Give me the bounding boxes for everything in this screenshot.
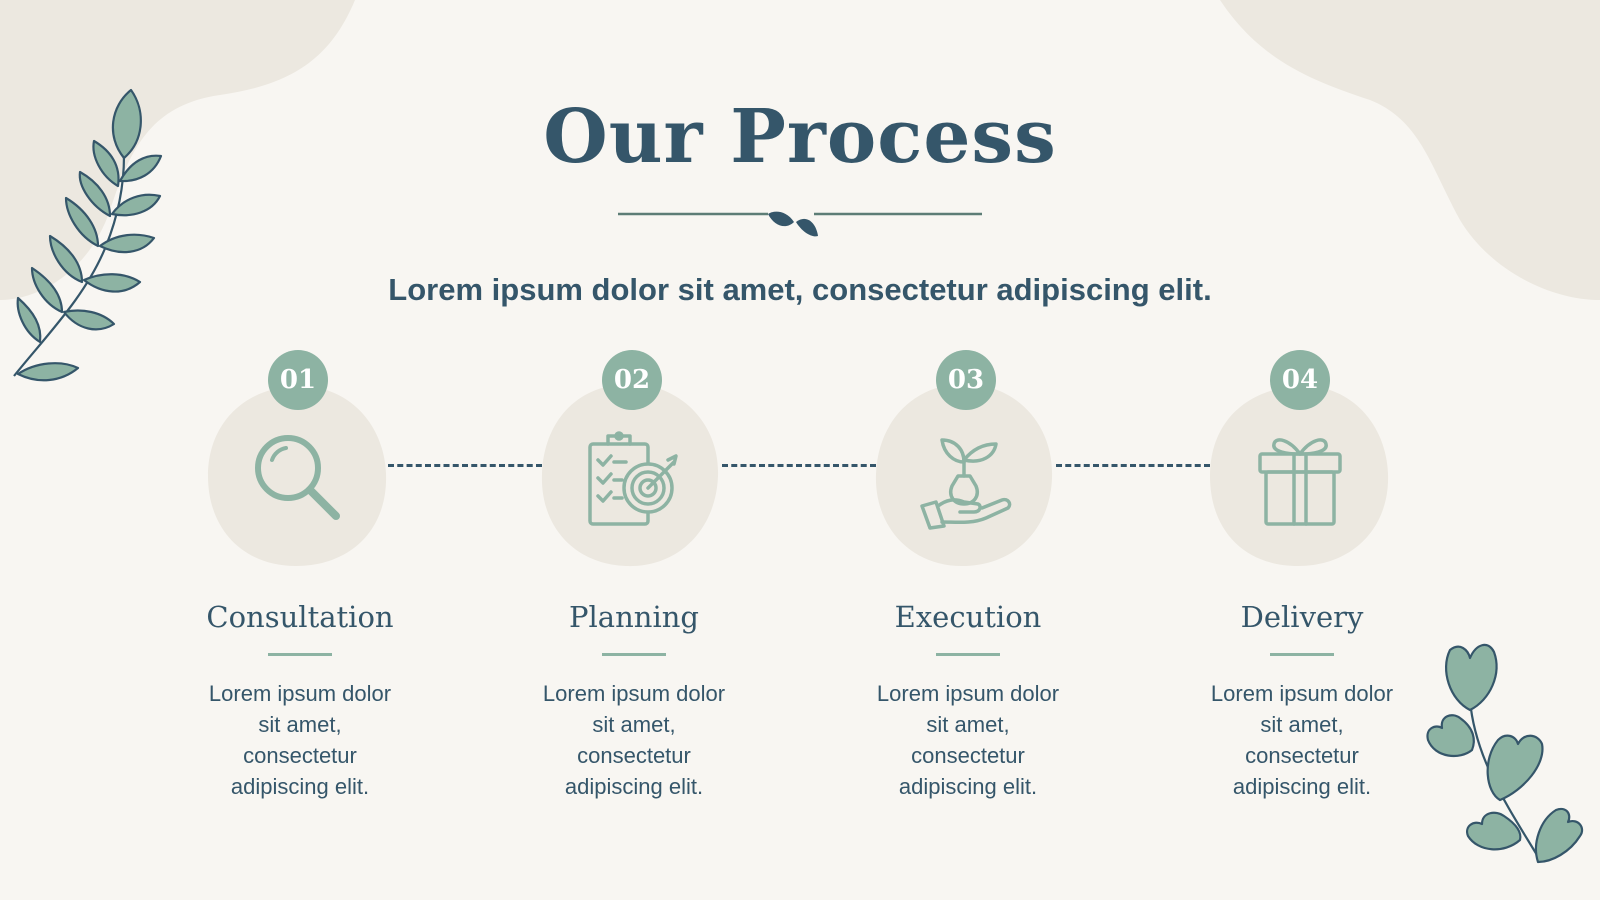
flower-branch-decoration	[1426, 643, 1584, 864]
background-blob-top-right	[1220, 0, 1600, 300]
step-connector	[1056, 464, 1210, 467]
gift-box-icon	[1258, 438, 1342, 526]
step-number-badge: 02	[602, 350, 662, 410]
step-title: Delivery	[1240, 600, 1364, 634]
step-title-underline	[1270, 653, 1334, 656]
page-title: Our Process	[543, 94, 1057, 180]
step-title-underline	[268, 653, 332, 656]
step-description: Lorem ipsum dolor sit amet, consectetur …	[1210, 681, 1394, 799]
page-subtitle: Lorem ipsum dolor sit amet, consectetur …	[388, 272, 1212, 307]
step-number-badge: 04	[1270, 350, 1330, 410]
step-title-underline	[602, 653, 666, 656]
step-title: Execution	[894, 600, 1042, 634]
hand-plant-icon	[920, 438, 1012, 530]
step-connector	[388, 464, 542, 467]
step-number-badge: 03	[936, 350, 996, 410]
title-divider-leaf-icon	[618, 211, 982, 237]
step-title: Consultation	[206, 600, 394, 634]
step-background-blob	[1210, 385, 1389, 566]
clipboard-target-icon	[588, 431, 678, 526]
magnifying-glass-icon	[255, 435, 340, 520]
step-description: Lorem ipsum dolor sit amet, consectetur …	[542, 681, 726, 799]
step-background-blob	[208, 385, 387, 566]
step-title: Planning	[569, 600, 699, 634]
step-title-underline	[936, 653, 1000, 656]
step-description: Lorem ipsum dolor sit amet, consectetur …	[208, 681, 392, 799]
leaf-branch-decoration	[13, 88, 163, 382]
step-number-badge: 01	[268, 350, 328, 410]
step-description: Lorem ipsum dolor sit amet, consectetur …	[876, 681, 1060, 799]
step-connector	[722, 464, 876, 467]
